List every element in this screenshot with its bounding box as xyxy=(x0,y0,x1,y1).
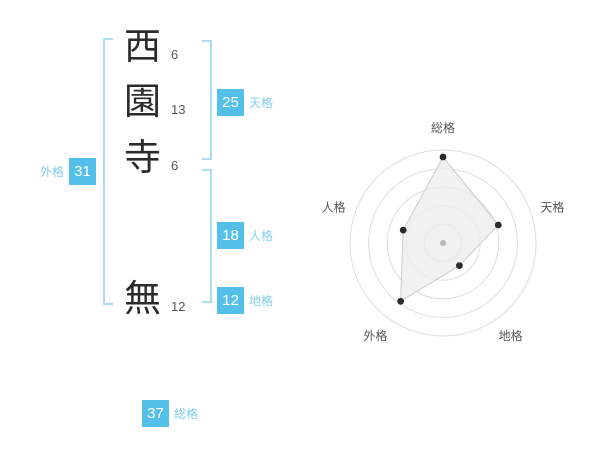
gaikaku-group: 外格 31 xyxy=(40,158,97,185)
radar-axis-label: 総格 xyxy=(431,120,455,135)
radar-axis-label: 人格 xyxy=(322,200,346,215)
name-char-row: 西 6 xyxy=(124,28,178,65)
radar-axis-label: 外格 xyxy=(363,328,387,343)
stroke-count: 6 xyxy=(171,158,179,173)
name-char: 西 xyxy=(124,26,161,67)
chikaku-label: 地格 xyxy=(249,294,274,308)
name-char-row: 寺 6 xyxy=(124,139,178,176)
radar-data-point xyxy=(399,226,407,234)
gaikaku-bracket xyxy=(103,38,113,305)
jinkaku-group: 18 人格 xyxy=(217,222,273,249)
soukaku-group: 37 総格 xyxy=(142,400,198,427)
chikaku-value-badge: 12 xyxy=(217,287,244,314)
stroke-count: 12 xyxy=(171,299,186,314)
stroke-count: 13 xyxy=(171,102,186,117)
tenkaku-value-badge: 25 xyxy=(217,89,244,116)
radar-series-area xyxy=(400,156,499,303)
radar-data-point xyxy=(397,297,404,305)
soukaku-label: 総格 xyxy=(174,407,199,421)
radar-data-point xyxy=(494,221,502,229)
chikaku-group: 12 地格 xyxy=(217,287,273,314)
name-char: 園 xyxy=(124,81,161,122)
name-char: 無 xyxy=(124,278,161,319)
radar-axis-label: 地格 xyxy=(499,328,523,343)
jinkaku-label: 人格 xyxy=(249,229,274,243)
radar-grid-ring xyxy=(349,149,537,337)
gaikaku-value-badge: 31 xyxy=(69,158,97,185)
tenkaku-bracket xyxy=(202,40,212,160)
radar-axis-label: 天格 xyxy=(540,200,564,215)
radar-data-point xyxy=(439,153,447,161)
tenkaku-label: 天格 xyxy=(249,96,274,110)
tenkaku-group: 25 天格 xyxy=(217,89,273,116)
radar-data-point xyxy=(456,262,463,269)
gaikaku-label: 外格 xyxy=(40,165,65,179)
name-char-row: 無 12 xyxy=(124,280,185,317)
jinkaku-value-badge: 18 xyxy=(217,222,244,249)
soukaku-value-badge: 37 xyxy=(142,400,169,427)
radar-center-dot xyxy=(440,240,446,246)
stroke-count: 6 xyxy=(171,47,179,62)
name-char-row: 園 13 xyxy=(124,83,185,120)
jinkaku-bracket xyxy=(202,169,212,303)
name-char: 寺 xyxy=(124,137,161,178)
